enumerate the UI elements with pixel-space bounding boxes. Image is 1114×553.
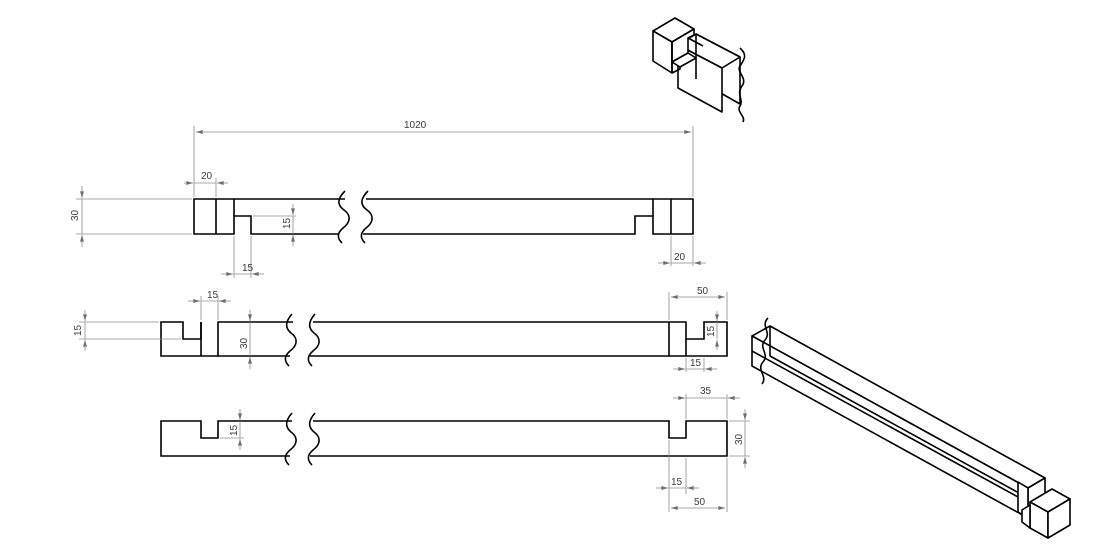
dim-bot-left-notch-depth: 15 — [229, 424, 240, 436]
middle-view-right-outline — [310, 321, 728, 357]
dim-bot-height: 30 — [734, 433, 745, 445]
top-view: 1020 20 30 15 15 20 — [70, 120, 706, 278]
bottom-view-break-right — [307, 412, 320, 466]
bottom-view: 15 35 30 15 50 — [160, 386, 750, 512]
top-view-break-left — [337, 190, 350, 244]
dim-bot-right-offset: 35 — [700, 386, 712, 397]
dim-right-width: 20 — [674, 252, 686, 263]
top-view-break-right — [360, 190, 373, 244]
middle-view: 15 15 30 50 15 15 — [73, 286, 728, 372]
middle-view-left-outline — [160, 321, 293, 357]
top-view-left-outline — [193, 198, 345, 235]
top-view-right-outline — [363, 198, 694, 235]
dim-mid-right-notch-depth: 15 — [706, 325, 717, 337]
dim-bot-right-length: 50 — [694, 497, 706, 508]
bottom-view-left-outline — [160, 420, 292, 457]
middle-view-break-left — [284, 313, 297, 367]
middle-view-break-right — [307, 313, 320, 367]
dim-mid-right-length: 50 — [697, 286, 709, 297]
dim-left-width: 20 — [201, 171, 213, 182]
bottom-view-break-left — [284, 412, 297, 466]
dim-mid-right-notch-width: 15 — [690, 358, 702, 369]
bottom-view-right-outline — [310, 420, 728, 457]
dim-height: 30 — [70, 209, 81, 221]
isometric-detail-view — [652, 17, 746, 123]
dim-bot-right-notch-width: 15 — [671, 477, 683, 488]
dim-notch-depth: 15 — [282, 217, 293, 229]
dim-overall-length: 1020 — [404, 120, 427, 131]
dim-mid-left-notch-width: 15 — [207, 290, 219, 301]
isometric-beam-view — [751, 317, 1071, 539]
dim-mid-left-notch-depth: 15 — [73, 324, 84, 336]
dim-mid-height: 30 — [239, 337, 250, 349]
dim-notch-width: 15 — [242, 263, 254, 274]
